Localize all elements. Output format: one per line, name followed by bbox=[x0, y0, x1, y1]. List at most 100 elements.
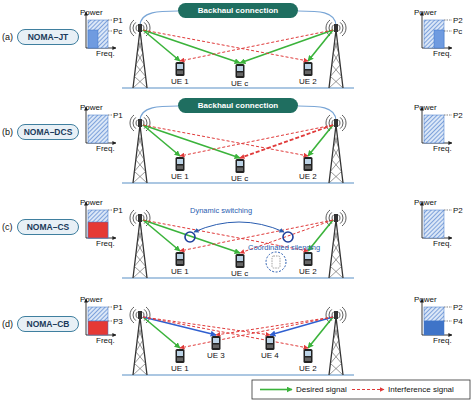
power-level-tick bbox=[444, 307, 452, 308]
radio-wave bbox=[342, 210, 346, 226]
power-bar bbox=[88, 210, 108, 238]
antenna bbox=[334, 311, 338, 319]
legend-text: Interference signal bbox=[388, 385, 454, 394]
annotation: Coordinated silencing bbox=[248, 243, 320, 252]
axis-label: Freq. bbox=[96, 49, 115, 58]
user-phone bbox=[236, 64, 245, 78]
phone-keypad bbox=[305, 358, 311, 362]
power-level: P2 bbox=[453, 206, 463, 215]
power-level: P2 bbox=[453, 303, 463, 312]
radio-wave bbox=[136, 312, 138, 318]
axis-label: Freq. bbox=[433, 336, 452, 345]
scheme-box-text: NOMA–DCS bbox=[24, 127, 73, 137]
base-station-tower bbox=[326, 20, 346, 88]
ue-label: UE 1 bbox=[171, 364, 189, 373]
antenna bbox=[334, 24, 338, 32]
power-axis bbox=[86, 202, 87, 238]
power-level-tick bbox=[108, 115, 112, 116]
antenna bbox=[138, 311, 142, 319]
tower-frame bbox=[329, 125, 343, 183]
radio-wave bbox=[136, 25, 138, 31]
power-axis bbox=[86, 299, 87, 335]
radio-wave bbox=[340, 117, 343, 128]
radio-wave bbox=[136, 120, 138, 126]
power-level: P1 bbox=[113, 206, 123, 215]
phone-body bbox=[304, 252, 313, 266]
phone-keypad bbox=[237, 73, 243, 77]
user-phone bbox=[236, 159, 245, 173]
ground-line bbox=[122, 374, 354, 376]
user-phone bbox=[266, 336, 275, 350]
power-level-tick bbox=[444, 321, 452, 322]
axis-label: Power bbox=[80, 103, 103, 112]
axis-label: Power bbox=[414, 295, 437, 304]
tower-frame bbox=[133, 317, 147, 375]
phone-body bbox=[176, 252, 185, 266]
radio-wave bbox=[340, 309, 343, 320]
desired-signal bbox=[143, 30, 180, 61]
power-axis bbox=[422, 202, 423, 238]
radio-wave bbox=[338, 25, 340, 31]
power-level: P4 bbox=[453, 317, 463, 326]
base-station-tower bbox=[130, 20, 150, 88]
scheme-box: NOMA–DCS bbox=[17, 124, 79, 140]
base-station-tower bbox=[326, 210, 346, 278]
radio-wave bbox=[133, 212, 136, 223]
desired-signal bbox=[143, 125, 180, 156]
axis-label: Power bbox=[80, 8, 103, 17]
axis-label: Freq. bbox=[433, 239, 452, 248]
ue-label: UE c bbox=[231, 174, 248, 183]
antenna bbox=[334, 119, 338, 127]
phone-body bbox=[176, 62, 185, 76]
desired-signal bbox=[143, 30, 240, 63]
power-axis bbox=[86, 107, 87, 143]
ue-label: UE 2 bbox=[299, 77, 317, 86]
phone-screen bbox=[267, 338, 273, 343]
interference-signal bbox=[180, 30, 333, 61]
power-bar bbox=[88, 307, 108, 321]
switch-point bbox=[185, 232, 195, 242]
radio-wave bbox=[342, 115, 346, 131]
scheme-box-text: NOMA–CS bbox=[27, 222, 70, 232]
power-level-tick bbox=[108, 321, 112, 322]
tower-bracing bbox=[133, 137, 147, 183]
antenna bbox=[138, 24, 142, 32]
phone-keypad bbox=[177, 261, 183, 265]
interference-signal bbox=[216, 317, 333, 335]
tower-bracing bbox=[329, 329, 343, 375]
power-bar bbox=[88, 321, 108, 335]
desired-signal bbox=[143, 125, 240, 158]
tower-bracing bbox=[329, 232, 343, 278]
phone-screen bbox=[177, 159, 183, 164]
axis-label: Freq. bbox=[96, 336, 115, 345]
tower-frame bbox=[133, 220, 147, 278]
tower-frame bbox=[133, 30, 147, 88]
phone-screen bbox=[305, 351, 311, 356]
user-phone bbox=[304, 62, 313, 76]
power-axis bbox=[422, 299, 423, 335]
power-level-tick bbox=[444, 210, 452, 211]
radio-wave bbox=[340, 212, 343, 223]
power-bar bbox=[424, 307, 444, 321]
tower-bracing bbox=[133, 42, 147, 88]
switching-arrow bbox=[194, 222, 284, 232]
axis-label: Power bbox=[80, 198, 103, 207]
phone-body bbox=[236, 64, 245, 78]
power-level-tick bbox=[108, 20, 112, 21]
phone-keypad bbox=[305, 71, 311, 75]
backhaul-band: Backhaul connection bbox=[178, 98, 298, 113]
radio-wave bbox=[130, 307, 134, 323]
legend-frame bbox=[252, 380, 470, 399]
switch-point bbox=[283, 232, 293, 242]
legend-sample-interference bbox=[352, 389, 384, 390]
user-phone bbox=[176, 252, 185, 266]
user-phone bbox=[176, 62, 185, 76]
radio-wave bbox=[130, 20, 134, 36]
interference-signal bbox=[143, 30, 308, 61]
axis-label: Power bbox=[414, 8, 437, 17]
power-bar bbox=[88, 222, 108, 238]
phone-body bbox=[236, 254, 245, 268]
phone-body bbox=[176, 349, 185, 363]
phone-screen bbox=[305, 64, 311, 69]
